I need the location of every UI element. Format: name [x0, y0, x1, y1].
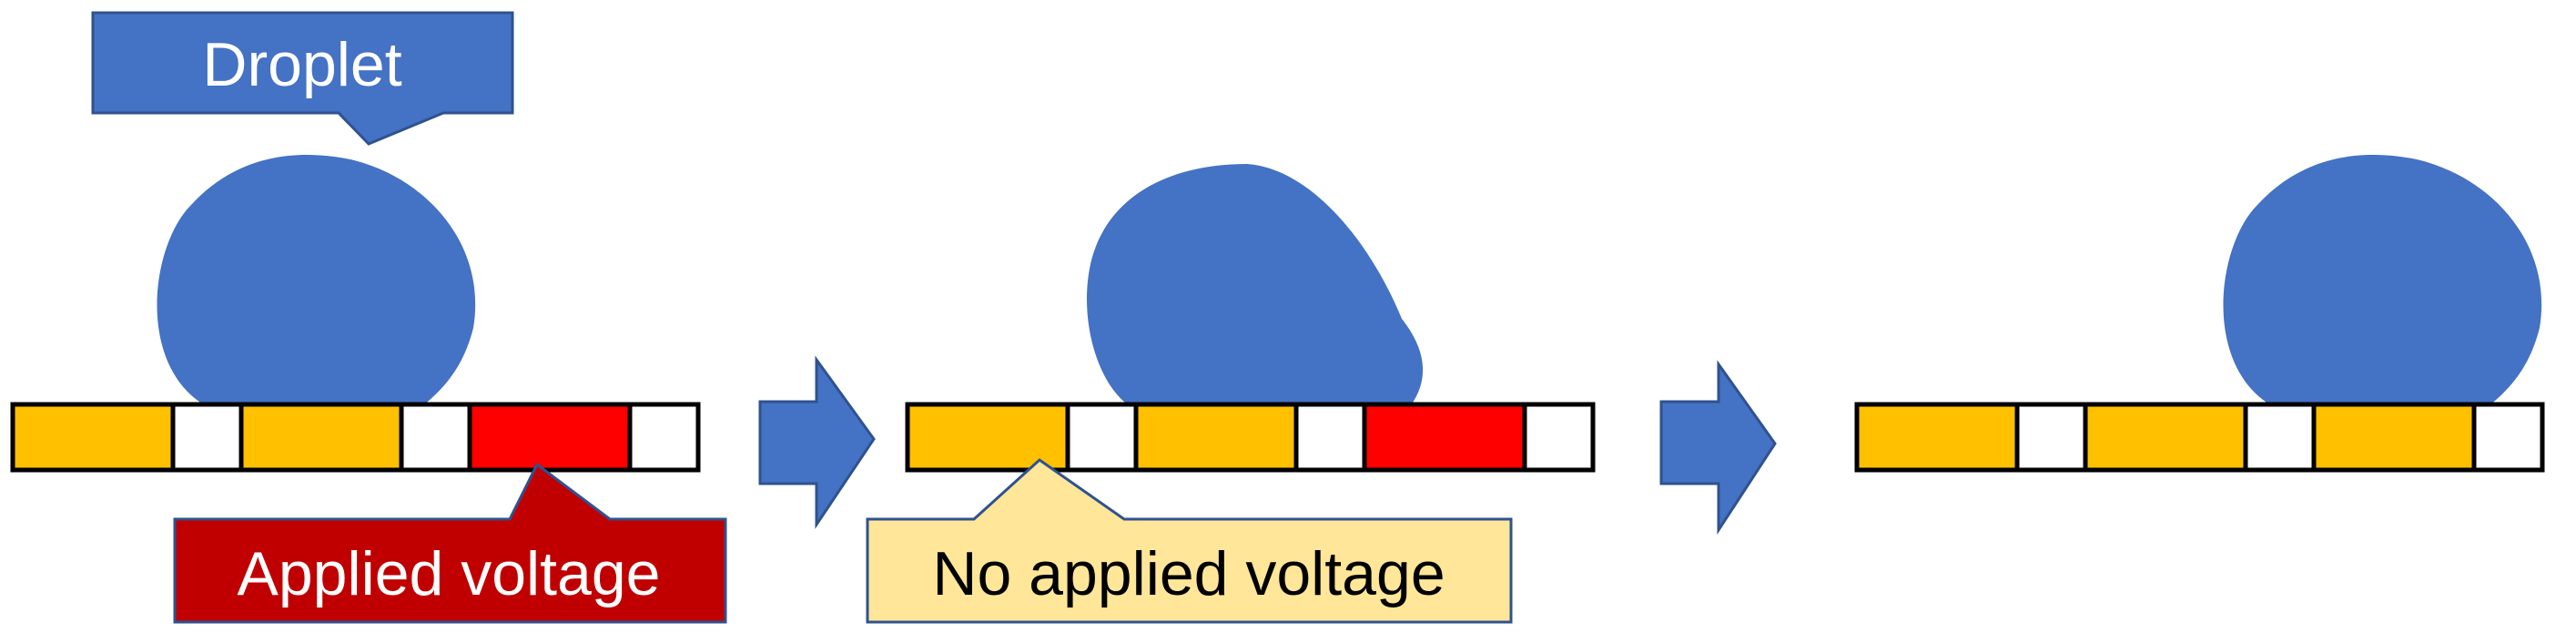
droplet-stage-1	[157, 155, 476, 405]
droplet-stage-3	[2223, 155, 2542, 405]
droplet-callout-box	[91, 11, 514, 146]
electrode	[905, 402, 1070, 473]
electrode	[1854, 402, 2020, 473]
right-arrow-icon	[758, 355, 876, 529]
electrode-strip-3	[1854, 402, 2545, 473]
electrode	[10, 402, 176, 473]
no-applied-voltage-callout-box	[866, 458, 1513, 624]
no-applied-voltage-callout-text: No applied voltage	[932, 539, 1445, 608]
electrode-active	[1362, 402, 1527, 473]
electrode-strip-2	[905, 402, 1596, 473]
electrode	[2311, 402, 2477, 473]
electrode-active	[467, 402, 633, 473]
applied-voltage-callout-text: Applied voltage	[237, 539, 660, 608]
electrode-gap	[1293, 402, 1367, 473]
applied-voltage-callout-box	[173, 462, 727, 624]
droplet-callout: Droplet	[91, 11, 514, 146]
droplet-stage-2	[1087, 164, 1424, 405]
stage-3	[1854, 155, 2545, 473]
electrode-gap	[627, 402, 701, 473]
right-arrow-icon	[1659, 360, 1777, 536]
no-applied-voltage-callout: No applied voltage	[866, 458, 1513, 624]
electrode-gap	[2471, 402, 2545, 473]
droplet-callout-text: Droplet	[202, 30, 401, 99]
electrode-gap	[170, 402, 244, 473]
electrode	[1133, 402, 1299, 473]
electrode-gap	[399, 402, 472, 473]
stage-1: Droplet Applied voltage	[10, 11, 727, 624]
electrode-gap	[2243, 402, 2317, 473]
electrode-gap	[1522, 402, 1596, 473]
electrode	[238, 402, 404, 473]
applied-voltage-callout: Applied voltage	[173, 462, 727, 624]
electrode	[2083, 402, 2248, 473]
stage-2: No applied voltage	[866, 164, 1596, 624]
electrode-gap	[2014, 402, 2088, 473]
electrode-gap	[1065, 402, 1139, 473]
electrode-strip-1	[10, 402, 701, 473]
